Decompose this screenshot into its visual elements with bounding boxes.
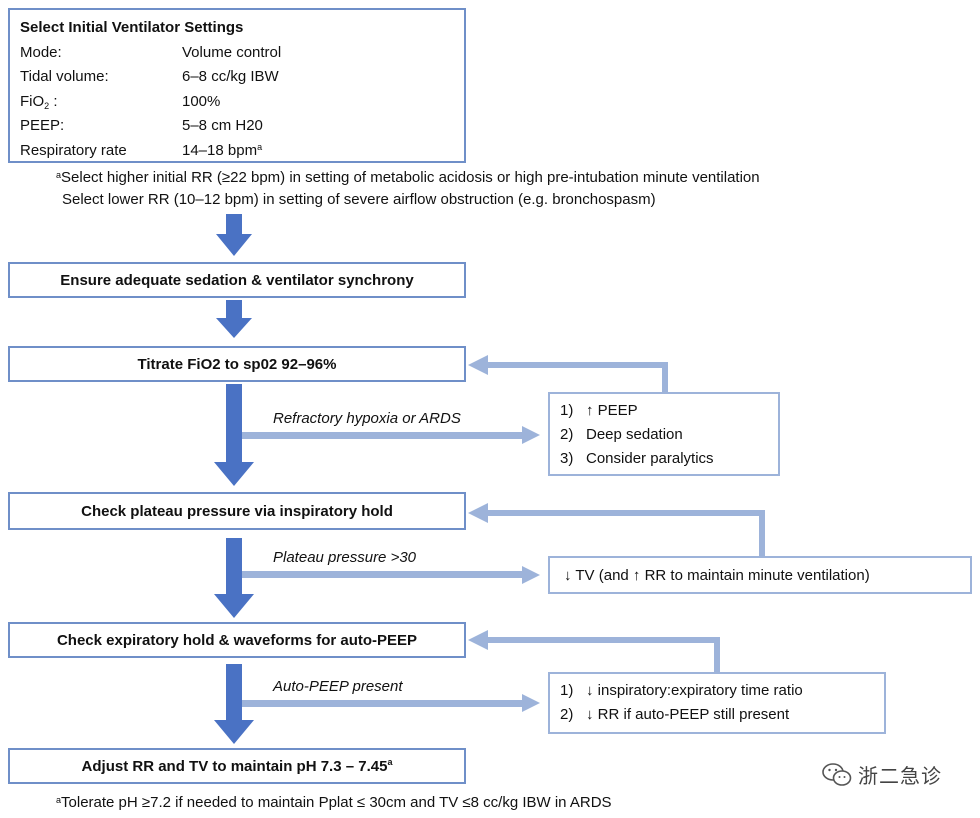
step-expiratory-hold: Check expiratory hold & waveforms for au… xyxy=(8,622,466,658)
branch-arrow-1 xyxy=(522,426,540,444)
wechat-icon xyxy=(822,762,852,786)
watermark-text: 浙二急诊 xyxy=(858,766,942,788)
step-plateau-pressure: Check plateau pressure via inspiratory h… xyxy=(8,492,466,530)
list-item: 1)↓ inspiratory:expiratory time ratio xyxy=(560,682,803,699)
side-box-auto-peep: 1)↓ inspiratory:expiratory time ratio 2)… xyxy=(548,672,886,734)
settings-row-respiratory-rate: Respiratory rate 14–18 bpma xyxy=(20,141,263,159)
settings-title: Select Initial Ventilator Settings xyxy=(20,19,244,36)
watermark: 浙二急诊 xyxy=(822,760,942,789)
initial-settings-box: Select Initial Ventilator Settings Mode:… xyxy=(8,8,466,163)
condition-refractory-hypoxia: Refractory hypoxia or ARDS xyxy=(273,410,461,427)
down-arrow-2 xyxy=(216,300,252,338)
settings-row-mode: Mode: Volume control xyxy=(20,43,282,61)
list-item: 2)Deep sedation xyxy=(560,426,683,443)
down-arrow-3 xyxy=(214,384,254,486)
settings-row-peep: PEEP: 5–8 cm H20 xyxy=(20,117,263,134)
down-arrow-4 xyxy=(214,538,254,618)
step-titrate-fio2: Titrate FiO2 to sp02 92–96% xyxy=(8,346,466,382)
feedback-arrow-3 xyxy=(468,630,488,650)
settings-row-fio2: FiO2 : 100% xyxy=(20,92,221,111)
list-item: 2)↓ RR if auto-PEEP still present xyxy=(560,706,790,723)
footnote-top-line2: Select lower RR (10–12 bpm) in setting o… xyxy=(62,191,656,208)
step-adjust-rr-tv: Adjust RR and TV to maintain pH 7.3 – 7.… xyxy=(8,748,466,784)
footnote-top-line1: aSelect higher initial RR (≥22 bpm) in s… xyxy=(56,169,760,186)
footnote-bottom: aTolerate pH ≥7.2 if needed to maintain … xyxy=(56,794,612,811)
feedback-arrow-1 xyxy=(468,355,488,375)
side-box-hypoxia: 1)↑ PEEP 2)Deep sedation 3)Consider para… xyxy=(548,392,780,476)
condition-auto-peep: Auto-PEEP present xyxy=(273,678,403,695)
down-arrow-5 xyxy=(214,664,254,744)
settings-row-tidal-volume: Tidal volume: 6–8 cc/kg IBW xyxy=(20,68,279,85)
list-item: 1)↑ PEEP xyxy=(560,402,638,419)
branch-arrow-3 xyxy=(522,694,540,712)
feedback-arrow-2 xyxy=(468,503,488,523)
down-arrow-1 xyxy=(216,214,252,256)
step-sedation: Ensure adequate sedation & ventilator sy… xyxy=(8,262,466,298)
condition-plateau-pressure: Plateau pressure >30 xyxy=(273,549,417,566)
branch-arrow-2 xyxy=(522,566,540,584)
side-box-plateau: ↓ TV (and ↑ RR to maintain minute ventil… xyxy=(548,556,972,594)
list-item: 3)Consider paralytics xyxy=(560,450,714,467)
